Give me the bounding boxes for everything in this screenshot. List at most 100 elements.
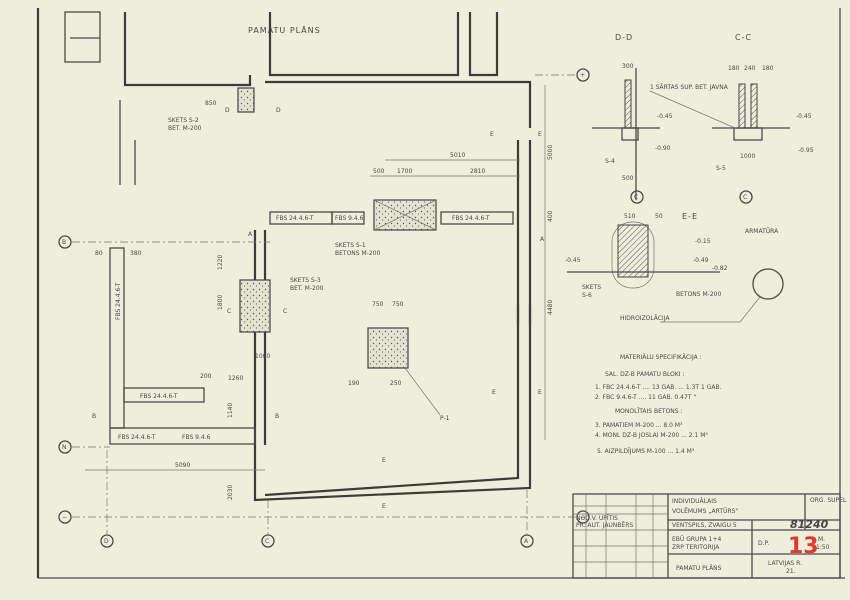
dim-380: 380 bbox=[130, 250, 142, 257]
svg-text:-0.82: -0.82 bbox=[712, 265, 728, 272]
label-s2: SKETS S-2 bbox=[168, 117, 199, 124]
block-label: FBS 24.4.6-T bbox=[452, 215, 490, 222]
organization: ORG. SUPEL bbox=[810, 497, 847, 504]
dim-5000: 5000 bbox=[547, 145, 554, 160]
svg-text:−: − bbox=[62, 514, 67, 521]
section-mark-c: C bbox=[283, 308, 287, 315]
section-mark-e: E bbox=[492, 389, 496, 396]
dim-190: 190 bbox=[348, 380, 360, 387]
section-mark-e: E bbox=[538, 131, 542, 138]
signature-name: NOD.V. UPĪTIS bbox=[576, 515, 618, 522]
section-leader-note: 1 SĀRTAS SUP. BET. JAVNA bbox=[650, 84, 729, 91]
project-location: VENTSPILS, ZVAIGU 5 bbox=[672, 522, 737, 529]
footing-s2 bbox=[237, 87, 255, 113]
svg-text:-0.90: -0.90 bbox=[655, 145, 671, 152]
svg-text:-0.15: -0.15 bbox=[695, 238, 711, 245]
svg-text:-0.45: -0.45 bbox=[796, 113, 812, 120]
section-mark-b: B bbox=[275, 413, 279, 420]
dim-500: 500 bbox=[373, 168, 385, 175]
footing-p1 bbox=[367, 327, 409, 369]
dim-200: 200 bbox=[200, 373, 212, 380]
dim-250: 250 bbox=[390, 380, 402, 387]
svg-text:EBŪ GRUPA 1+4: EBŪ GRUPA 1+4 bbox=[672, 536, 722, 543]
svg-text:MONOLĪTAIS BETONS :: MONOLĪTAIS BETONS : bbox=[615, 408, 683, 415]
svg-text:-0.45: -0.45 bbox=[565, 257, 581, 264]
svg-text:180: 180 bbox=[728, 65, 740, 72]
svg-text:510: 510 bbox=[624, 213, 636, 220]
dim-4480: 4480 bbox=[547, 300, 554, 315]
title-block: NOD.V. UPĪTIS PR. AUT. JAUNBĒRS INDIVIDU… bbox=[572, 493, 847, 579]
section-mark-d: D bbox=[276, 107, 281, 114]
axis-bubble-right-bottom: − bbox=[576, 510, 590, 524]
section-mark-e: E bbox=[538, 389, 542, 396]
dim-750: 750 bbox=[372, 301, 384, 308]
section-title: E-E bbox=[682, 212, 698, 221]
scale: M. bbox=[818, 536, 825, 543]
section-mark-e: E bbox=[382, 503, 386, 510]
svg-text:ARMATŪRA: ARMATŪRA bbox=[745, 228, 779, 235]
svg-text:D: D bbox=[104, 538, 109, 545]
svg-text:−: − bbox=[580, 514, 585, 521]
svg-text:A: A bbox=[524, 538, 529, 545]
dim-1000: 1000 bbox=[255, 353, 270, 360]
svg-text:1000: 1000 bbox=[740, 153, 755, 160]
spec-item: 5. AIZPILDĪJUMS M-100 ... 1.4 M³ bbox=[597, 448, 695, 455]
footing-s3 bbox=[239, 279, 271, 333]
block-label: FBS 9.4.6 bbox=[335, 215, 364, 222]
svg-text:B: B bbox=[62, 239, 66, 246]
svg-text:S-6: S-6 bbox=[582, 292, 592, 299]
svg-text:HIDROIZOLĀCIJA: HIDROIZOLĀCIJA bbox=[620, 315, 670, 322]
section-title: D-D bbox=[615, 33, 633, 42]
author: 21. bbox=[786, 568, 796, 575]
axis-bubble-left-top: B bbox=[58, 235, 72, 249]
axis-bubble-c: C bbox=[261, 534, 275, 548]
drawing-number: 81240 bbox=[790, 518, 829, 531]
svg-text:50: 50 bbox=[655, 213, 663, 220]
label-p1: P-1 bbox=[440, 415, 450, 422]
svg-text:500: 500 bbox=[622, 175, 634, 182]
svg-text:C: C bbox=[634, 194, 638, 201]
svg-text:180: 180 bbox=[762, 65, 774, 72]
svg-text:-0.95: -0.95 bbox=[798, 147, 814, 154]
dim-5090: 5090 bbox=[175, 462, 190, 469]
label-s1-concrete: BETONS M-200 bbox=[335, 250, 380, 257]
dim-1800: 1800 bbox=[217, 295, 224, 310]
svg-text:300: 300 bbox=[622, 63, 634, 70]
axis-bubble-left-mid: N bbox=[58, 440, 72, 454]
axis-bubble-a: A bbox=[520, 534, 534, 548]
material-specification: MATERIĀLU SPECIFIKĀCIJA : SAL. DZ-B PAMA… bbox=[595, 354, 722, 455]
project-name: INDIVIDUĀLAIS bbox=[672, 498, 717, 505]
section-mark-e: E bbox=[382, 457, 386, 464]
block-label: FBS 24.4.6-T bbox=[140, 393, 178, 400]
label-s2-concrete: BET. M-200 bbox=[168, 125, 202, 132]
block-label: FBS 9.4.6 bbox=[182, 434, 211, 441]
section-mark-e: E bbox=[490, 131, 494, 138]
signature-name: PR. AUT. JAUNBĒRS bbox=[576, 522, 633, 529]
dim-1140: 1140 bbox=[227, 403, 234, 418]
label-s3: SKETS S-3 bbox=[290, 277, 321, 284]
sheet-title: PAMATU PLĀNS bbox=[676, 565, 722, 572]
dim-1260: 1260 bbox=[228, 375, 243, 382]
spec-item: 1. FBC 24.4.6-T .... 13 GAB. ... 1.3T 1 … bbox=[595, 384, 722, 391]
section-e-e: E-E 510 50 -0.15 -0.45 -0.49 -0.82 SKETS… bbox=[565, 212, 784, 323]
dim-850: 850 bbox=[205, 100, 217, 107]
axis-bubble-d: D bbox=[100, 534, 114, 548]
svg-text:SAL. DZ-B PAMATU BLOKI :: SAL. DZ-B PAMATU BLOKI : bbox=[605, 371, 685, 378]
axis-bubble-left-bottom: − bbox=[58, 510, 72, 524]
scale: 1:50 bbox=[816, 544, 830, 551]
svg-text:ZRP TERITORIJA: ZRP TERITORIJA bbox=[672, 544, 720, 551]
block-label: FBS 24.4.6-T bbox=[115, 282, 122, 320]
section-mark-a: A bbox=[248, 231, 253, 238]
svg-text:C: C bbox=[743, 194, 747, 201]
spec-title: MATERIĀLU SPECIFIKĀCIJA : bbox=[620, 354, 702, 361]
dim-2030: 2030 bbox=[227, 485, 234, 500]
author: LATVIJAS R. bbox=[768, 560, 802, 567]
label-s3-concrete: BET. M-200 bbox=[290, 285, 324, 292]
svg-text:BETONS M-200: BETONS M-200 bbox=[676, 291, 721, 298]
dim-1700: 1700 bbox=[397, 168, 412, 175]
dim-80: 80 bbox=[95, 250, 103, 257]
dim-1220: 1220 bbox=[217, 255, 224, 270]
label-s1: SKETS S-1 bbox=[335, 242, 366, 249]
dim-400: 400 bbox=[547, 210, 554, 222]
spec-item: 2. FBC 9.4.6-T .... 11 GAB. 0.47T " bbox=[595, 394, 696, 401]
